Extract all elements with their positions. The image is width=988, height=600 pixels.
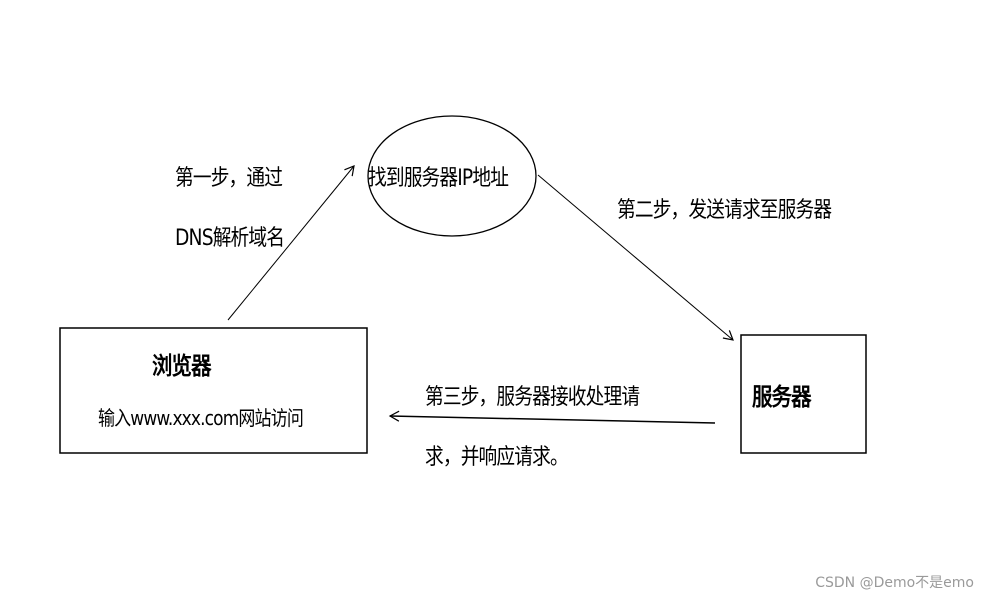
- arrow-step2: [537, 174, 734, 341]
- arrow-step3: [388, 410, 716, 424]
- dns-ellipse: [367, 115, 537, 237]
- server-box: [740, 334, 867, 454]
- step3-line2: 求，并响应请求。: [425, 445, 569, 470]
- browser-subtitle: 输入www.xxx.com网站访问: [98, 406, 304, 430]
- watermark: CSDN @Demo不是emo: [815, 575, 974, 591]
- arrow-step1: [227, 165, 355, 321]
- server-title: 服务器: [752, 383, 812, 411]
- step3-line1: 第三步，服务器接收处理请: [425, 385, 640, 410]
- step1-line1: 第一步，通过: [175, 166, 283, 191]
- step1-line2: DNS解析域名: [175, 226, 285, 251]
- dns-label: 找到服务器IP地址: [368, 166, 509, 191]
- browser-box: [59, 327, 368, 454]
- step2-line1: 第二步，发送请求至服务器: [617, 198, 832, 223]
- browser-title: 浏览器: [152, 352, 211, 380]
